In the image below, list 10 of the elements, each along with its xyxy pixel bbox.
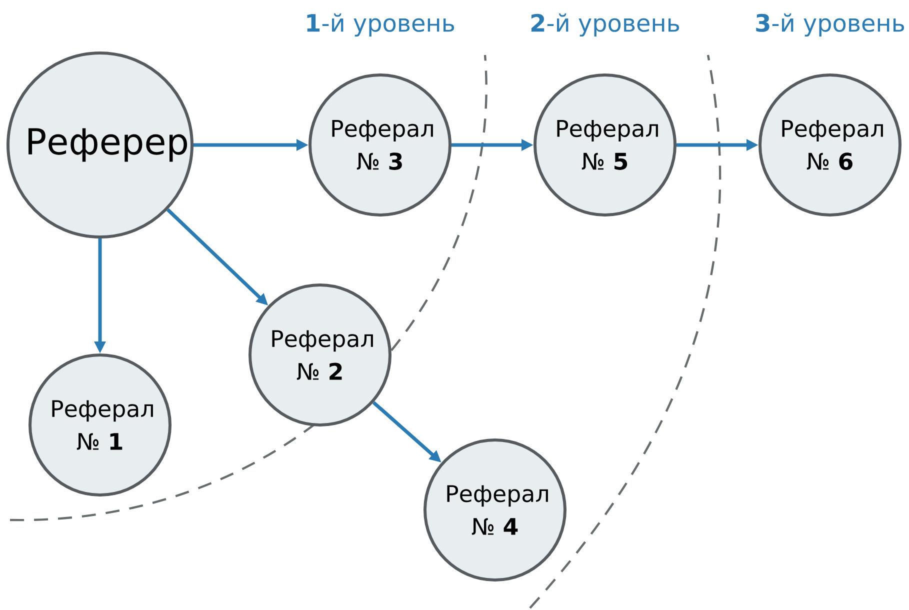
level-label: 1-й уровень xyxy=(307,13,454,37)
circle-node: Реферал № 6 xyxy=(758,74,902,216)
circle-node: Реферер xyxy=(6,52,194,238)
circle-node: Реферал № 2 xyxy=(248,284,392,426)
level-label: 3-й уровень xyxy=(756,13,904,37)
circle-node: Реферал № 5 xyxy=(534,74,676,216)
level-label: 2-й уровень xyxy=(531,13,680,37)
circle-node: Реферал № 3 xyxy=(308,74,452,216)
circle-node: Реферал № 1 xyxy=(28,354,172,496)
circle-node: Реферал № 4 xyxy=(424,438,566,582)
